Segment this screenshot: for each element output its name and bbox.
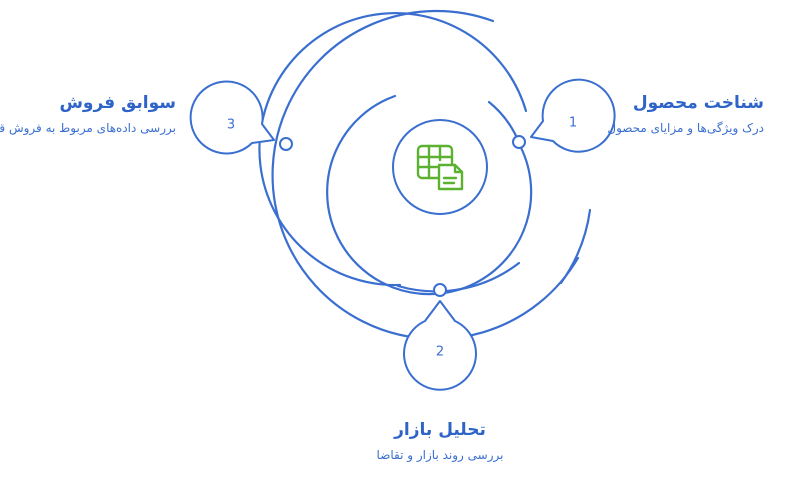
step-3-bubble: 3 xyxy=(189,80,275,155)
connector-dot-2 xyxy=(433,283,447,297)
ring-third xyxy=(326,94,533,296)
step-1-number: 1 xyxy=(569,116,577,131)
ring-outer xyxy=(271,9,580,341)
step-1-bubble: 1 xyxy=(530,78,616,153)
step-2-description: بررسی روند بازار و تقاضا xyxy=(376,448,504,462)
step-2-bubble: 2 xyxy=(403,300,477,391)
spreadsheet-document-icon xyxy=(416,144,464,191)
step-2-label: تحلیل بازار بررسی روند بازار و تقاضا xyxy=(360,420,520,462)
step-1-description: درک ویژگی‌ها و مزایای محصول xyxy=(607,121,764,135)
step-2-number: 2 xyxy=(436,345,444,360)
ring-second-lower xyxy=(396,261,521,293)
step-1-title: شناخت محصول xyxy=(632,93,764,113)
step-3-number: 3 xyxy=(227,118,235,133)
step-1-label: شناخت محصول درک ویژگی‌ها و مزایای محصول xyxy=(607,93,764,135)
connector-dot-1 xyxy=(512,135,526,149)
ring-outer-right-arc xyxy=(559,208,592,285)
step-3-title: سوابق فروش xyxy=(59,93,176,113)
ring-third-top xyxy=(487,100,520,142)
ring-second xyxy=(258,11,528,287)
connector-dot-3 xyxy=(279,137,293,151)
step-3-label: سوابق فروش بررسی داده‌های مربوط به فروش … xyxy=(0,93,176,135)
step-3-description: بررسی داده‌های مربوط به فروش قبلی xyxy=(0,121,176,135)
step-2-title: تحلیل بازار xyxy=(394,420,486,440)
